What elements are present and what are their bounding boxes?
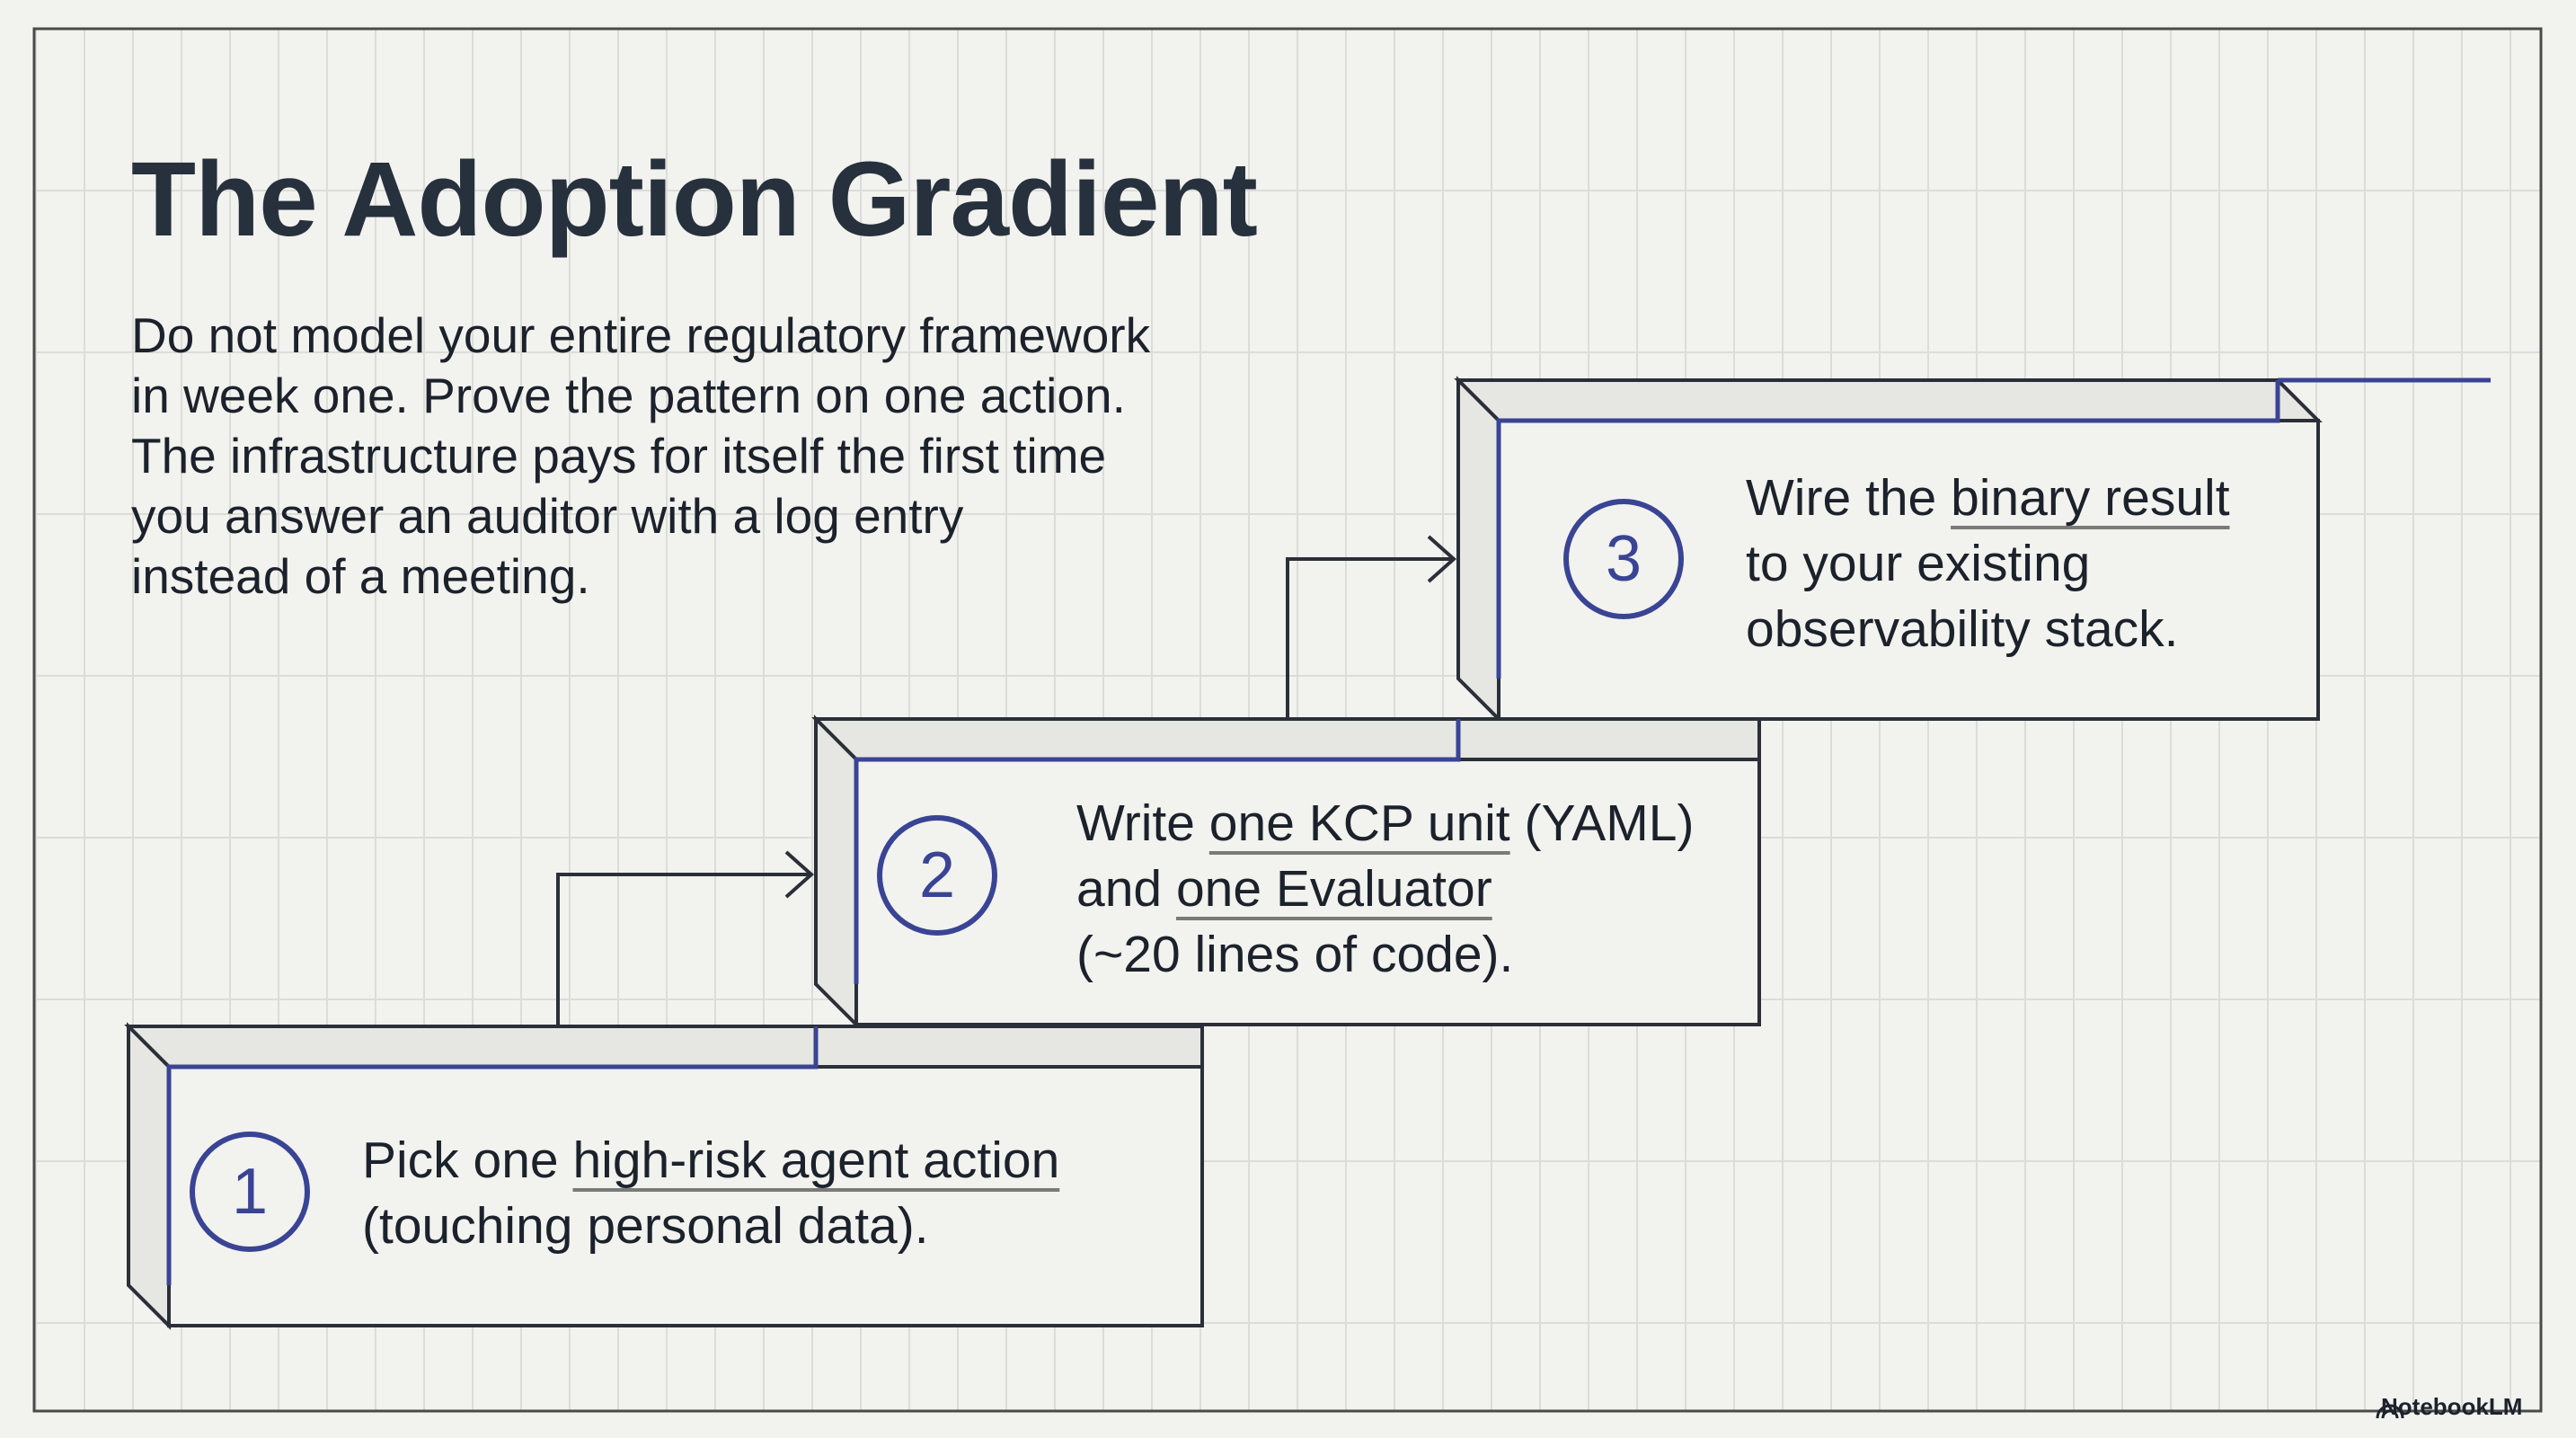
highlighted-phrase: binary result: [1951, 469, 2230, 527]
step-3-accent-edge: [1496, 380, 2280, 679]
intro-line: instead of a meeting.: [131, 548, 590, 604]
arrow-step-2-to-3: [1286, 535, 1457, 719]
intro-line: you answer an auditor with a log entry: [131, 488, 964, 544]
step-1-side-face: [127, 1022, 171, 1330]
step-1-text: Pick one high-risk agent action(touching…: [362, 1128, 1059, 1259]
brand-label: NotebookLM: [2381, 1393, 2523, 1420]
step-2-text: Write one KCP unit (YAML)and one Evaluat…: [1076, 791, 1694, 988]
arrow-head-1: [784, 850, 815, 899]
page-title: The Adoption Gradient: [131, 140, 1258, 259]
step-text-segment: Wire the: [1746, 469, 1952, 527]
step-3-front-face: [1497, 419, 2320, 721]
step-text-line: (~20 lines of code).: [1076, 922, 1694, 988]
highlighted-phrase: high-risk agent action: [572, 1132, 1060, 1189]
frame-border: [32, 27, 2543, 1413]
step-text-line: Write one KCP unit (YAML): [1076, 791, 1694, 857]
intro-paragraph: Do not model your entire regulatory fram…: [131, 306, 1299, 607]
step-text-segment: observability stack.: [1746, 600, 2179, 658]
step-1-number-circle: [190, 1132, 310, 1252]
notebooklm-logo-icon: [2376, 1404, 2404, 1419]
step-1-number: 1: [231, 1156, 269, 1228]
step-2-top-face: [811, 717, 1761, 761]
step-3-side-face: [1456, 376, 1500, 723]
step-3-top-face: [1454, 378, 2323, 422]
step-text-segment: (YAML): [1509, 794, 1695, 852]
step-2-block: [811, 715, 1761, 1029]
step-2-number-circle: [877, 815, 997, 936]
step-text-segment: (touching personal data).: [362, 1197, 929, 1255]
intro-line: Do not model your entire regulatory fram…: [131, 307, 1151, 363]
step-text-line: Pick one high-risk agent action: [362, 1128, 1059, 1194]
step-text-segment: Write: [1076, 794, 1209, 852]
arrow-head-2: [1427, 535, 1457, 583]
step-text-segment: (~20 lines of code).: [1076, 926, 1514, 983]
step-text-line: observability stack.: [1746, 597, 2230, 662]
step-3-number-circle: [1563, 499, 1684, 619]
highlighted-phrase: one Evaluator: [1175, 860, 1492, 918]
step-1-accent-edge: [166, 1026, 819, 1285]
step-text-line: (touching personal data).: [362, 1194, 1059, 1259]
highlighted-phrase: one KCP unit: [1208, 794, 1510, 852]
arrow-step-1-to-2: [556, 850, 815, 1026]
step-3-block: [1454, 376, 2491, 723]
step-2-side-face: [814, 715, 858, 1029]
step-text-line: to your existing: [1746, 531, 2230, 597]
step-1-block: [124, 1022, 1204, 1330]
step-1-front-face: [167, 1065, 1204, 1327]
step-2-number: 2: [918, 839, 956, 911]
step-2-front-face: [854, 758, 1761, 1026]
step-text-line: Wire the binary result: [1746, 466, 2230, 531]
step-text-segment: and: [1076, 860, 1176, 918]
step-text-line: and one Evaluator: [1076, 857, 1694, 922]
step-3-number: 3: [1605, 523, 1642, 595]
step-1-top-face: [124, 1025, 1204, 1069]
intro-line: in week one. Prove the pattern on one ac…: [131, 368, 1126, 423]
step-text-segment: Pick one: [362, 1132, 573, 1189]
step-2-accent-edge: [854, 719, 1461, 984]
step-text-segment: to your existing: [1746, 535, 2091, 592]
intro-line: The infrastructure pays for itself the f…: [131, 428, 1107, 484]
